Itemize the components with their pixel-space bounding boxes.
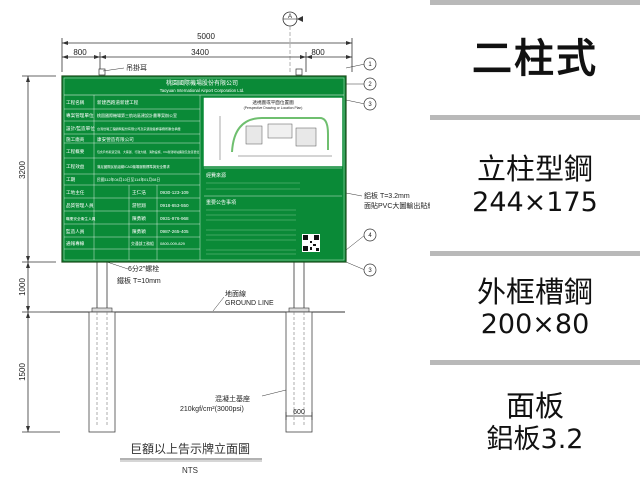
detail-marker-4: 4 xyxy=(345,228,377,251)
contact-phone: 0987-265-405 xyxy=(160,229,189,234)
sign-board: 桃園國際機場股份有限公司 Taoyuan International Airpo… xyxy=(61,75,347,263)
sign-elevation-drawing: 5000 800 3400 800 A 吊掛耳 3200 1000 1500 xyxy=(18,11,430,475)
drawing-title: 巨額以上告示牌立面圖 xyxy=(130,441,250,456)
drawing-scale: NTS xyxy=(182,466,198,475)
svg-text:1: 1 xyxy=(368,62,372,68)
contact-role: 通報專線 xyxy=(66,240,85,247)
section-marker-a: A xyxy=(282,11,303,72)
contact-name: 交通部工務組 xyxy=(131,241,154,246)
spec-panel-frame: 外框槽鋼 200×80 xyxy=(430,256,640,360)
contact-name: 陳勇穎 xyxy=(132,215,146,222)
site-plan-sketch xyxy=(219,116,332,160)
contact-phone: 0931-976-968 xyxy=(160,216,189,221)
svg-text:A: A xyxy=(288,14,292,20)
sign-row-label: 專案管理單位 xyxy=(66,112,94,119)
detail-marker-1: 1 xyxy=(345,57,377,71)
plan-title-en: (Perspective Drawing or Location Plan) xyxy=(244,106,303,110)
spec-sidebar: 二柱式 立柱型鋼 244×175 外框槽鋼 200×80 面板 鋁板3.2 xyxy=(430,0,640,480)
sign-row-label: 工程概要 xyxy=(66,148,85,155)
contact-phone: 0930-123-109 xyxy=(160,190,189,195)
notice-title: 重要公告事項 xyxy=(206,199,236,206)
callout-concrete-base: 混凝土基座 xyxy=(215,394,250,403)
contact-role: 工地主任 xyxy=(66,189,85,196)
spec-value: 200×80 xyxy=(480,309,590,341)
sign-info-table xyxy=(64,95,201,260)
sign-row-label: 工程效益 xyxy=(66,163,85,170)
sign-row-value: 滿足國際民航組織ICAO機場服務標準與安全需求 xyxy=(97,164,170,169)
svg-text:3: 3 xyxy=(368,102,372,108)
sign-row-value: 康安營造有限公司 xyxy=(97,136,134,143)
dim-total-width: 5000 xyxy=(197,32,215,41)
budget-title: 經費來源 xyxy=(206,172,226,179)
sign-type-title: 二柱式 xyxy=(472,36,598,83)
sign-row-value: 台灣世曦工程顧問股份有限公司及宗邁建築師事務所聯合承攬 xyxy=(97,126,181,131)
callout-ground-en: GROUND LINE xyxy=(225,300,274,307)
spec-label: 立柱型鋼 xyxy=(476,152,593,187)
sign-header-en: Taoyuan International Airport Corporatio… xyxy=(160,88,245,93)
spec-label: 外框槽鋼 xyxy=(476,274,593,309)
lifting-ear-icon xyxy=(98,68,303,76)
contact-role: 職業安全衛生人員 xyxy=(66,216,96,221)
dim-foundation-depth: 1500 xyxy=(18,363,27,381)
contact-role: 品質管理人員 xyxy=(66,202,94,209)
detail-marker-3: 3 xyxy=(345,97,377,111)
base-plates xyxy=(91,307,310,313)
callout-base-plate: 鐵板 T=10mm xyxy=(117,276,161,285)
contact-phone: 0800-009-829 xyxy=(160,241,186,246)
sign-header-cn: 桃園國際機場股份有限公司 xyxy=(166,79,238,87)
svg-text:2: 2 xyxy=(368,82,372,88)
svg-text:3: 3 xyxy=(368,268,372,274)
contact-name: 陳勇穎 xyxy=(132,228,146,235)
callout-lifting-ear: 吊掛耳 xyxy=(126,63,147,72)
spec-label: 面板 xyxy=(505,389,564,424)
contact-phone: 0918-653-550 xyxy=(160,203,189,208)
spec-panel-face: 面板 鋁板3.2 xyxy=(430,365,640,480)
sign-row-value: 新建西跑道新建工程 xyxy=(97,99,139,106)
callout-panel-finish: 面貼PVC大圖輸出貼紙 xyxy=(364,201,430,210)
spec-value: 鋁板3.2 xyxy=(486,423,584,455)
concrete-foundations xyxy=(88,311,313,433)
left-dimensions xyxy=(22,75,60,433)
sign-row-label: 設計/監造單位 xyxy=(66,125,95,132)
detail-marker-2: 2 xyxy=(346,77,377,91)
dim-middle-span: 3400 xyxy=(191,48,209,57)
contact-name: 游智翔 xyxy=(132,202,146,209)
dim-board-height: 3200 xyxy=(18,161,27,179)
callout-concrete-strength: 210kgf/cm²(3000psi) xyxy=(180,406,244,413)
callout-bolt: 6分2"螺栓 xyxy=(128,264,159,273)
dim-right-offset: 800 xyxy=(311,48,325,57)
sign-row-label: 施工廠商 xyxy=(66,136,85,143)
plan-title-cn: 透視圖或平面位置圖 xyxy=(252,99,294,106)
callout-ground-cn: 地面線 xyxy=(225,289,246,298)
sign-row-value: 桃園國際機場第三航站區建設計畫專案辦公室 xyxy=(97,112,177,118)
contact-name: 王仁浩 xyxy=(132,189,146,196)
sign-row-value: 包含戶外跑道空間、大客運、行政大樓、消防設施、FG新建場站擴建及改善單位 xyxy=(97,149,199,154)
type-panel: 二柱式 xyxy=(430,5,640,115)
qr-code-icon xyxy=(302,234,320,252)
spec-value: 244×175 xyxy=(472,186,598,218)
sign-row-value: 民國112年04月10日至114年01月08日 xyxy=(97,177,160,182)
dim-left-offset: 800 xyxy=(73,48,87,57)
detail-marker-5: 3 xyxy=(345,261,377,277)
contact-role: 監造人員 xyxy=(66,228,85,235)
sign-row-label: 工程名稱 xyxy=(66,99,85,106)
svg-text:4: 4 xyxy=(368,233,372,239)
dim-post-height: 1000 xyxy=(18,278,27,296)
dim-foundation-width: 600 xyxy=(293,409,305,416)
spec-panel-post: 立柱型鋼 244×175 xyxy=(430,120,640,251)
callout-panel-thickness: 鋁板 T=3.2mm xyxy=(364,191,410,200)
sign-row-label: 工期 xyxy=(66,177,76,183)
